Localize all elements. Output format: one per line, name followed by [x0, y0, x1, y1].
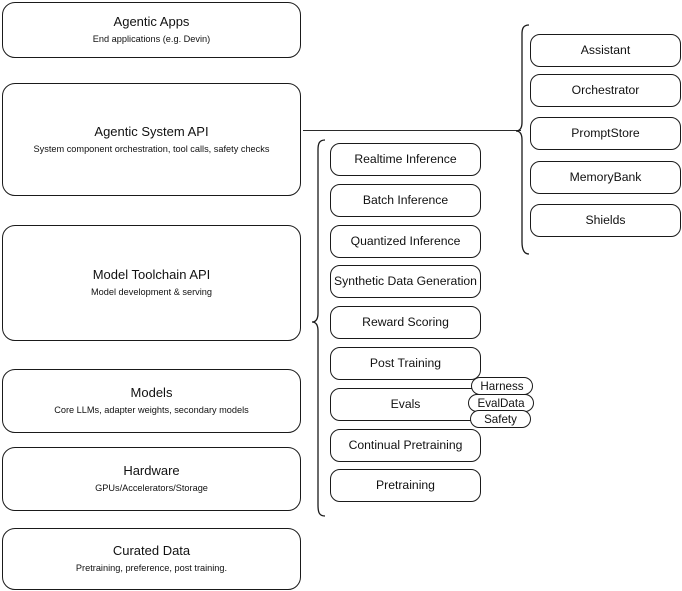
toolchain-item-evals[interactable]: Evals [330, 388, 481, 421]
layer-title: Agentic System API [94, 123, 209, 139]
connector-agentic-system-api-to-components [303, 130, 521, 132]
evals-tag-harness[interactable]: Harness [471, 377, 533, 395]
layer-title: Curated Data [112, 543, 191, 559]
layer-subtitle: System component orchestration, tool cal… [33, 143, 270, 154]
item-label: Continual Pretraining [348, 437, 463, 452]
layer-subtitle: Model development & serving [90, 287, 213, 298]
layer-subtitle: Pretraining, preference, post training. [75, 563, 228, 574]
evals-tag-safety[interactable]: Safety [470, 410, 531, 428]
brace-model-toolchain-components [311, 139, 326, 517]
toolchain-item-reward-scoring[interactable]: Reward Scoring [330, 306, 481, 339]
tag-label: Safety [484, 412, 517, 426]
tag-label: Harness [480, 379, 524, 393]
item-label: Quantized Inference [350, 233, 461, 248]
item-label: MemoryBank [569, 169, 642, 184]
agentic-component-orchestrator[interactable]: Orchestrator [530, 74, 681, 107]
item-label: Reward Scoring [362, 314, 449, 329]
stack-layer-model-toolchain-api[interactable]: Model Toolchain API Model development & … [2, 225, 301, 341]
item-label: Shields [585, 212, 626, 227]
toolchain-item-pretraining[interactable]: Pretraining [330, 469, 481, 502]
item-label: Pretraining [376, 477, 435, 492]
tag-label: EvalData [477, 396, 525, 410]
item-label: Evals [390, 396, 421, 411]
item-label: Realtime Inference [354, 151, 457, 166]
brace-agentic-system-components [515, 24, 530, 255]
toolchain-item-batch-inference[interactable]: Batch Inference [330, 184, 481, 217]
item-label: Orchestrator [571, 82, 640, 97]
toolchain-item-post-training[interactable]: Post Training [330, 347, 481, 380]
layer-title: Agentic Apps [113, 14, 190, 30]
item-label: Batch Inference [362, 192, 449, 207]
toolchain-item-continual-pretraining[interactable]: Continual Pretraining [330, 429, 481, 462]
item-label: Post Training [369, 355, 442, 370]
layer-title: Hardware [123, 463, 180, 479]
agentic-component-promptstore[interactable]: PromptStore [530, 117, 681, 150]
toolchain-item-realtime-inference[interactable]: Realtime Inference [330, 143, 481, 176]
agentic-component-assistant[interactable]: Assistant [530, 34, 681, 67]
item-label: PromptStore [571, 125, 640, 140]
layer-title: Models [130, 385, 173, 401]
stack-layer-agentic-system-api[interactable]: Agentic System API System component orch… [2, 83, 301, 196]
layer-subtitle: End applications (e.g. Devin) [92, 34, 211, 45]
stack-layer-hardware[interactable]: Hardware GPUs/Accelerators/Storage [2, 447, 301, 511]
layer-subtitle: GPUs/Accelerators/Storage [95, 483, 208, 494]
item-label: Synthetic Data Generation [334, 273, 477, 288]
item-label: Assistant [580, 42, 631, 57]
toolchain-item-synthetic-data-generation[interactable]: Synthetic Data Generation [330, 265, 481, 298]
stack-layer-curated-data[interactable]: Curated Data Pretraining, preference, po… [2, 528, 301, 590]
stack-layer-agentic-apps[interactable]: Agentic Apps End applications (e.g. Devi… [2, 2, 301, 58]
agentic-component-memorybank[interactable]: MemoryBank [530, 161, 681, 194]
layer-title: Model Toolchain API [92, 267, 211, 283]
toolchain-item-quantized-inference[interactable]: Quantized Inference [330, 225, 481, 258]
layer-subtitle: Core LLMs, adapter weights, secondary mo… [54, 405, 249, 416]
stack-layer-models[interactable]: Models Core LLMs, adapter weights, secon… [2, 369, 301, 433]
agentic-component-shields[interactable]: Shields [530, 204, 681, 237]
